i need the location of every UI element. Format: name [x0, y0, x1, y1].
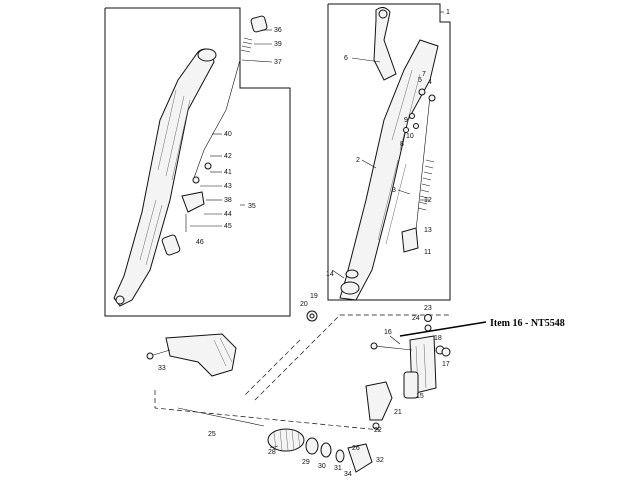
callout-4: 4 — [428, 79, 432, 86]
callout-18: 18 — [434, 335, 442, 342]
callout-42: 42 — [224, 153, 232, 160]
callout-labels: 1 2 3 4 5 6 7 8 9 10 11 12 13 14 15 16 1… — [158, 9, 450, 478]
callout-31: 31 — [334, 465, 342, 472]
callout-32: 32 — [376, 457, 384, 464]
callout-30: 30 — [318, 463, 326, 470]
lever-21 — [365, 381, 393, 421]
callout-28: 28 — [268, 449, 276, 456]
handbrake-lever-frame — [104, 7, 291, 317]
spring-28 — [267, 428, 305, 452]
callout-38: 38 — [224, 197, 232, 204]
bolt-16 — [370, 342, 413, 351]
nuts-17-24 — [372, 314, 451, 430]
callout-9: 9 — [404, 117, 408, 124]
callout-25: 25 — [208, 431, 216, 438]
callout-44: 44 — [224, 211, 232, 218]
callout-35: 35 — [248, 203, 256, 210]
callout-45: 45 — [224, 223, 232, 230]
callout-10: 10 — [406, 133, 414, 140]
callout-36: 36 — [274, 27, 282, 34]
handbrake-lever — [113, 48, 217, 307]
fork-32 — [347, 443, 373, 473]
rod-25 — [177, 407, 265, 427]
button-knob — [250, 15, 268, 33]
callout-33: 33 — [158, 365, 166, 372]
callout-5: 5 — [418, 77, 422, 84]
callout-21: 21 — [394, 409, 402, 416]
callout-46: 46 — [196, 239, 204, 246]
callout-40: 40 — [224, 131, 232, 138]
annotation-pointer — [399, 321, 487, 337]
callout-13: 13 — [424, 227, 432, 234]
callout-15: 15 — [416, 393, 424, 400]
callout-12: 12 — [424, 197, 432, 204]
pull-rod — [193, 59, 241, 179]
bracket-33 — [146, 333, 237, 377]
annotation-label: Item 16 - NT5548 — [490, 318, 565, 329]
callout-2: 2 — [356, 157, 360, 164]
main-lever — [339, 39, 439, 301]
callout-41: 41 — [224, 169, 232, 176]
pawl-assembly — [181, 162, 212, 232]
callout-16: 16 — [384, 329, 392, 336]
callout-14: 14 — [326, 271, 334, 278]
callout-20: 20 — [300, 301, 308, 308]
callout-7: 7 — [422, 71, 426, 78]
callout-39: 39 — [274, 41, 282, 48]
callout-19: 19 — [310, 293, 318, 300]
callout-6: 6 — [344, 55, 348, 62]
washers-29-31 — [305, 437, 345, 463]
callout-34: 34 — [344, 471, 352, 478]
callout-24: 24 — [412, 315, 420, 322]
clevis-11 — [401, 227, 419, 253]
small-bolts-7-10 — [403, 88, 436, 133]
callout-1: 1 — [446, 9, 450, 16]
dashed-guides — [154, 314, 450, 431]
callout-leaders — [190, 29, 430, 449]
callout-37: 37 — [274, 59, 282, 66]
callout-8: 8 — [400, 141, 404, 148]
callout-29: 29 — [302, 459, 310, 466]
spring-39 — [240, 37, 253, 53]
callout-26: 26 — [352, 445, 360, 452]
pedal-assembly-frame — [327, 3, 451, 301]
callout-11: 11 — [424, 249, 431, 256]
bracket-15 — [403, 335, 437, 399]
callout-17: 17 — [442, 361, 450, 368]
rod-3 — [413, 95, 431, 251]
arm-6 — [373, 6, 397, 81]
callout-22: 22 — [374, 427, 382, 434]
spring-12 — [417, 159, 435, 211]
callout-23: 23 — [424, 305, 432, 312]
nut-19-20 — [306, 310, 318, 322]
callout-43: 43 — [224, 183, 232, 190]
callout-3: 3 — [392, 187, 396, 194]
sleeve-46 — [161, 234, 181, 256]
